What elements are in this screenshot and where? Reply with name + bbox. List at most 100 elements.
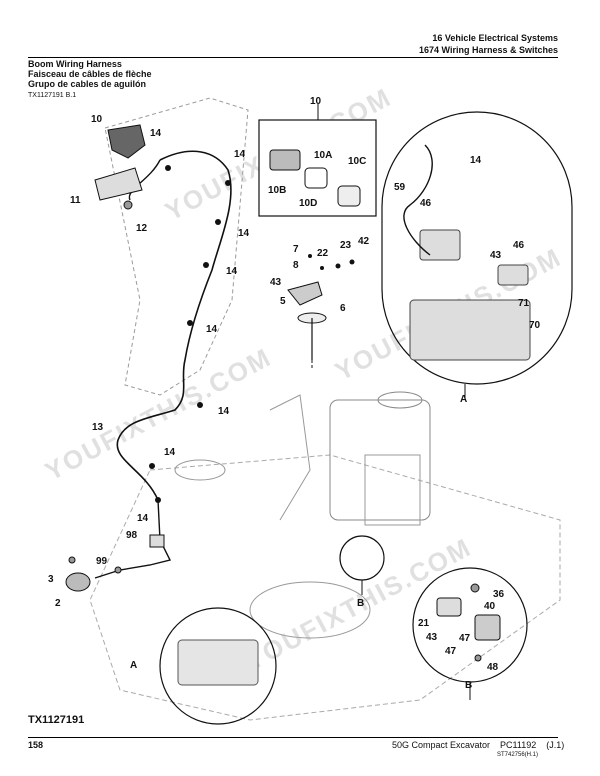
nut-42 (349, 259, 355, 265)
detail-b-ref-circle (339, 535, 385, 581)
gasket-10d (337, 185, 361, 207)
callout-47: 47 (445, 646, 457, 657)
callout-10d: 10D (299, 198, 317, 209)
horn (65, 572, 91, 592)
figure-title-block: Boom Wiring Harness Faisceau de câbles d… (28, 59, 152, 89)
frame-bracket (269, 394, 311, 521)
callout-14: 14 (470, 155, 482, 166)
strap-14 (155, 497, 161, 503)
callout-46: 46 (420, 198, 432, 209)
valve-harness (403, 144, 433, 256)
strap-14 (197, 402, 203, 408)
figure-id: TX1127191 (28, 714, 85, 726)
callout-43: 43 (426, 632, 438, 643)
callout-43: 43 (270, 277, 282, 288)
hydraulic-tank (329, 399, 431, 521)
callout-46: 46 (513, 240, 525, 251)
lamp-housing-10a (269, 149, 301, 171)
boom-pivot (174, 459, 226, 481)
detail-a-view (159, 607, 277, 725)
lamp-bracket (94, 167, 143, 201)
footer-small-code: ST742756(H.1) (497, 752, 539, 758)
strap-14 (187, 320, 193, 326)
strap-14 (149, 463, 155, 469)
callout-14: 14 (164, 447, 176, 458)
detail-a-label: A (460, 394, 467, 405)
callout-14: 14 (137, 513, 149, 524)
callout-47: 47 (459, 633, 471, 644)
callout-98: 98 (126, 530, 138, 541)
callout-10c: 10C (348, 156, 366, 167)
nut-47 (474, 654, 482, 662)
control-valve-a (409, 229, 531, 361)
callout-22: 22 (317, 248, 329, 259)
page-header: 16 Vehicle Electrical Systems 1674 Wirin… (419, 32, 558, 56)
callout-42: 42 (358, 236, 370, 247)
callout-59: 59 (394, 182, 406, 193)
solenoid-connector (497, 264, 529, 286)
callout-14: 14 (218, 406, 230, 417)
control-valve-body (409, 299, 531, 361)
callout-12: 12 (136, 223, 148, 234)
fitting-36 (470, 583, 480, 593)
valve-bank-body (177, 639, 259, 686)
section-title: 16 Vehicle Electrical Systems (432, 33, 558, 43)
callout-48: 48 (487, 662, 499, 673)
horn-nut (68, 556, 76, 564)
title-en: Boom Wiring Harness (28, 59, 122, 69)
callout-14: 14 (226, 266, 238, 277)
header-rule (28, 57, 558, 58)
swing-bearing (249, 581, 371, 639)
switch-bracket (287, 281, 323, 306)
callout-7: 7 (293, 244, 299, 255)
callout-13: 13 (92, 422, 104, 433)
callout-36: 36 (493, 589, 505, 600)
callout-23: 23 (340, 240, 352, 251)
callout-2: 2 (55, 598, 61, 609)
callout-10: 10 (310, 96, 322, 107)
title-fr: Faisceau de câbles de flèche (28, 69, 152, 79)
revision: (J.1) (546, 740, 565, 750)
callout-14: 14 (234, 149, 246, 160)
callout-10b: 10B (268, 185, 286, 196)
fuel-tank (364, 454, 421, 526)
nut-23 (335, 263, 341, 269)
callout-14: 14 (150, 128, 162, 139)
work-lamp (107, 124, 146, 159)
callout-8: 8 (293, 260, 299, 271)
callout-10a: 10A (314, 150, 332, 161)
callout-14: 14 (206, 324, 218, 335)
lamp-bolt (123, 200, 133, 210)
valve-bank-lower (177, 639, 259, 686)
callout-10: 10 (91, 114, 103, 125)
tie-straps (149, 165, 231, 503)
callout-43: 43 (490, 250, 502, 261)
page-number: 158 (28, 740, 44, 750)
footer-info: 50G Compact Excavator PC11192 (J.1) (392, 740, 574, 750)
group-title: 1674 Wiring Harness & Switches (419, 45, 558, 55)
callout-5: 5 (280, 296, 286, 307)
model-name: 50G Compact Excavator (392, 740, 491, 750)
strap-14 (203, 262, 209, 268)
screw-22 (320, 266, 324, 270)
detail-a-inset (381, 111, 573, 385)
callout-70: 70 (529, 320, 541, 331)
callout-21: 21 (418, 618, 430, 629)
harness-clip-98 (149, 534, 165, 548)
strap-14 (165, 165, 171, 171)
footer-rule (28, 737, 558, 738)
strap-14 (215, 219, 221, 225)
pc-number: PC11192 (500, 740, 537, 750)
detail-b-ref-label: B (357, 598, 364, 609)
title-es: Grupo de cables de aguilón (28, 79, 147, 89)
boom-harness (116, 150, 232, 501)
switch-connector (474, 614, 501, 641)
tank-cap (377, 391, 423, 409)
callout-99: 99 (96, 556, 108, 567)
valve-connector (419, 229, 461, 261)
detail-b-label: B (465, 680, 472, 691)
callout-71: 71 (518, 298, 530, 309)
callout-labels: 10 10 14 11 12 14 14 14 14 14 10A 10C 10… (48, 96, 541, 691)
callout-3: 3 (48, 574, 54, 585)
horn-bolt (114, 566, 122, 574)
